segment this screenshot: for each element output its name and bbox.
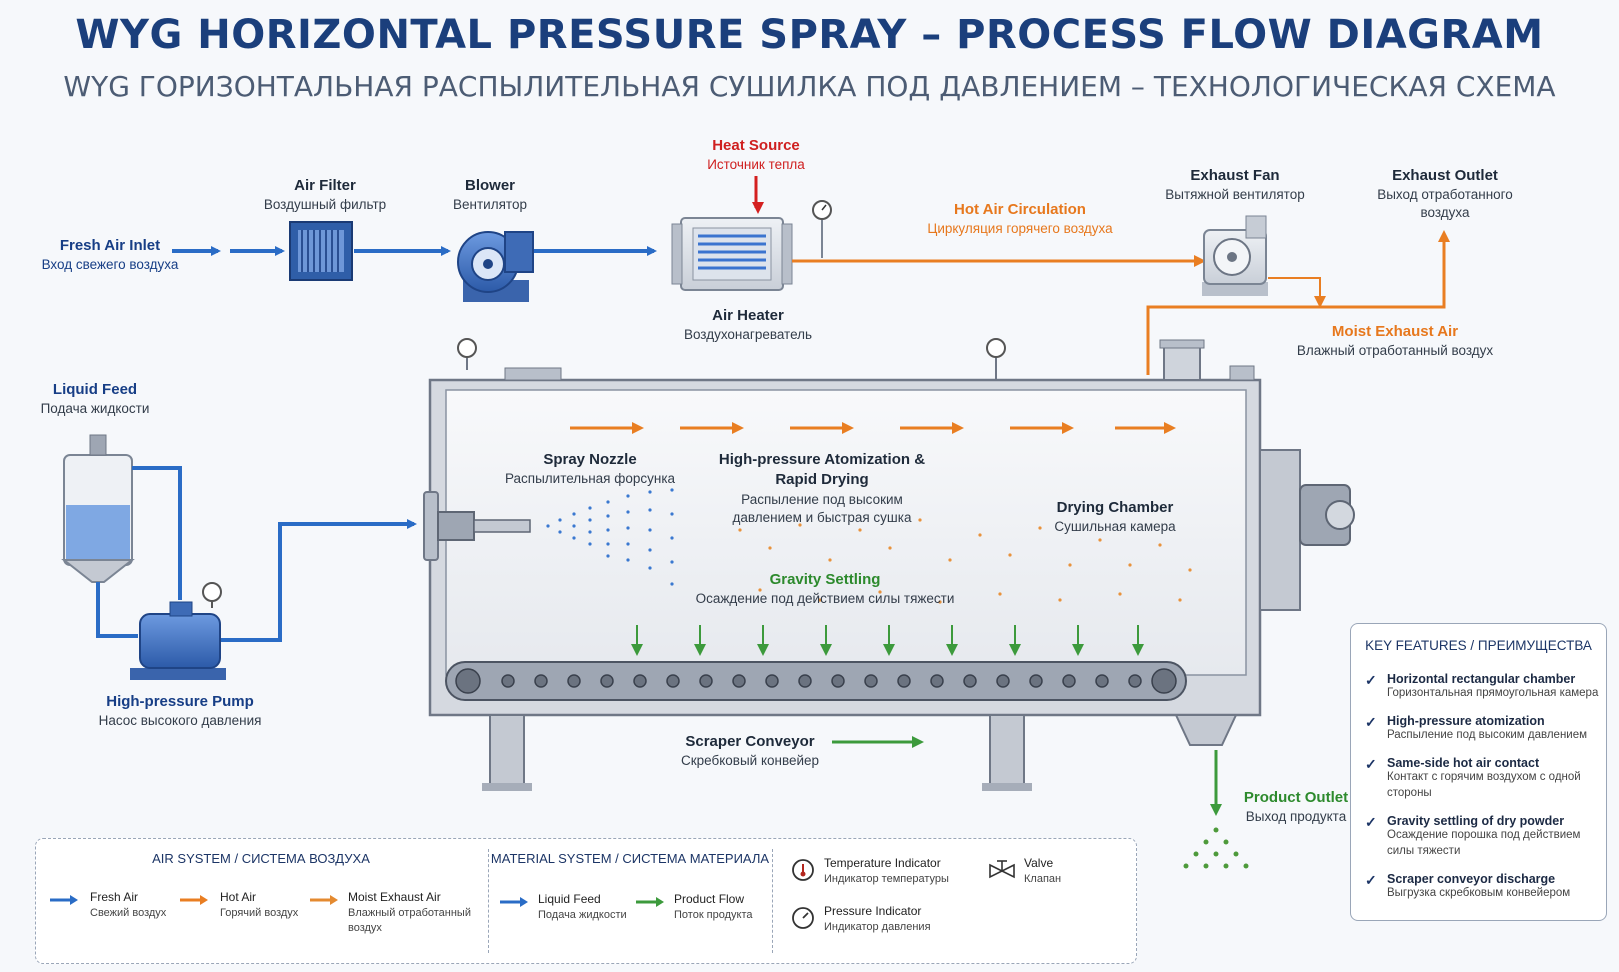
legend-item-temperature: Temperature Indicator Индикатор температ… [824, 856, 949, 885]
drying-chamber [428, 338, 1355, 791]
check-icon: ✓ [1365, 672, 1377, 688]
fan-exhaust-line [1268, 277, 1326, 308]
hp-pump-label: High-pressure Pump Насос высокого давлен… [98, 693, 262, 729]
spray-mist [546, 488, 1192, 604]
liquid-feed-legend-icon [500, 897, 528, 907]
valve-icon [989, 860, 1015, 879]
product-flow-legend-icon [636, 897, 664, 907]
hot-air-legend-icon [180, 895, 208, 905]
legend-material-system: MATERIAL SYSTEM / СИСТЕМА МАТЕРИАЛА Liqu… [490, 839, 770, 963]
legend-divider [488, 849, 489, 953]
scraper-conveyor-label: Scraper Conveyor Скребковый конвейер [680, 733, 820, 769]
blower-label: Blower Вентилятор [453, 177, 527, 213]
legend-item-valve: Valve Клапан [1024, 856, 1062, 885]
air-heater-label: Air Heater Воздухонагреватель [683, 307, 813, 343]
moist-exhaust-legend-icon [310, 895, 338, 905]
legend-divider [772, 849, 773, 953]
exhaust-fan-icon [1202, 215, 1268, 296]
heat-source-label: Heat Source Источник тепла [707, 137, 805, 173]
moist-exhaust-air-label: Moist Exhaust Air Влажный отработанный в… [1296, 323, 1494, 359]
legend-item-moist-exhaust: Moist Exhaust Air Влажный отработанный в… [348, 890, 471, 935]
legend-item-pressure: Pressure Indicator Индикатор давления [824, 904, 931, 933]
gauge-icon [792, 907, 814, 929]
product-outlet-label: Product Outlet Выход продукта [1243, 789, 1349, 825]
page-subtitle: WYG ГОРИЗОНТАЛЬНАЯ РАСПЫЛИТЕЛЬНАЯ СУШИЛК… [63, 70, 1556, 103]
feature-item: ✓ Same-side hot air contact Контакт с го… [1365, 756, 1581, 799]
legend-item-hot-air: Hot Air Горячий воздух [220, 890, 299, 919]
page-title: WYG HORIZONTAL PRESSURE SPRAY – PROCESS … [75, 12, 1544, 58]
exhaust-outlet-label: Exhaust Outlet Выход отработанного возду… [1377, 167, 1513, 221]
feature-item: ✓ Gravity settling of dry powder Осажден… [1365, 814, 1581, 857]
spray-nozzle-label: Spray Nozzle Распылительная форсунка [504, 451, 676, 487]
check-icon: ✓ [1365, 756, 1377, 772]
blower-icon [457, 231, 534, 302]
check-icon: ✓ [1365, 872, 1377, 888]
legend-air-system-heading: AIR SYSTEM / СИСТЕМА ВОЗДУХА [152, 851, 370, 866]
check-icon: ✓ [1365, 714, 1377, 730]
check-icon: ✓ [1365, 814, 1377, 830]
legend-material-system-heading: MATERIAL SYSTEM / СИСТЕМА МАТЕРИАЛА [490, 851, 770, 866]
exhaust-outlet-line [1146, 230, 1450, 375]
air-filter-icon [289, 221, 353, 281]
liquid-feed-tank [61, 434, 135, 583]
atomization-label: High-pressure Atomization & Rapid Drying… [718, 451, 926, 525]
legend-air-system: AIR SYSTEM / СИСТЕМА ВОЗДУХА Fresh Air С… [36, 839, 486, 963]
legend-instruments: Temperature Indicator Индикатор температ… [774, 839, 1134, 963]
key-features-heading: KEY FEATURES / ПРЕИМУЩЕСТВА [1365, 638, 1592, 653]
liquid-feed-label: Liquid Feed Подача жидкости [40, 381, 150, 417]
fresh-air-inlet-label: Fresh Air Inlet Вход свежего воздуха [41, 237, 179, 273]
feature-item: ✓ High-pressure atomization Распыление п… [1365, 714, 1588, 741]
key-features-panel: KEY FEATURES / ПРЕИМУЩЕСТВА ✓ Horizontal… [1350, 623, 1607, 921]
high-pressure-pump-icon [130, 582, 226, 680]
product-powder [1183, 827, 1249, 869]
drying-chamber-label: Drying Chamber Сушильная камера [1054, 499, 1176, 535]
exhaust-fan-label: Exhaust Fan Вытяжной вентилятор [1165, 167, 1305, 203]
feature-item: ✓ Scraper conveyor discharge Выгрузка ск… [1365, 872, 1571, 899]
legend-item-fresh-air: Fresh Air Свежий воздух [90, 890, 167, 919]
legend-item-product-flow: Product Flow Поток продукта [674, 892, 753, 921]
gravity-settling-arrows [631, 625, 1144, 656]
gravity-settling-label: Gravity Settling Осаждение под действием… [695, 571, 955, 607]
scraper-conveyor [445, 661, 1187, 701]
fresh-air-legend-icon [50, 895, 78, 905]
hot-air-circulation-label: Hot Air Circulation Циркуляция горячего … [927, 201, 1113, 237]
liquid-feed-line [96, 466, 417, 642]
air-filter-label: Air Filter Воздушный фильтр [263, 177, 387, 213]
legend-panel: AIR SYSTEM / СИСТЕМА ВОЗДУХА Fresh Air С… [35, 838, 1137, 964]
spray-nozzle-icon [423, 491, 531, 561]
pressure-gauge-icon [812, 200, 832, 258]
thermometer-icon [792, 859, 814, 881]
air-heater-icon [671, 217, 793, 291]
legend-item-liquid-feed: Liquid Feed Подача жидкости [538, 892, 627, 921]
feature-item: ✓ Horizontal rectangular chamber Горизон… [1365, 672, 1599, 699]
